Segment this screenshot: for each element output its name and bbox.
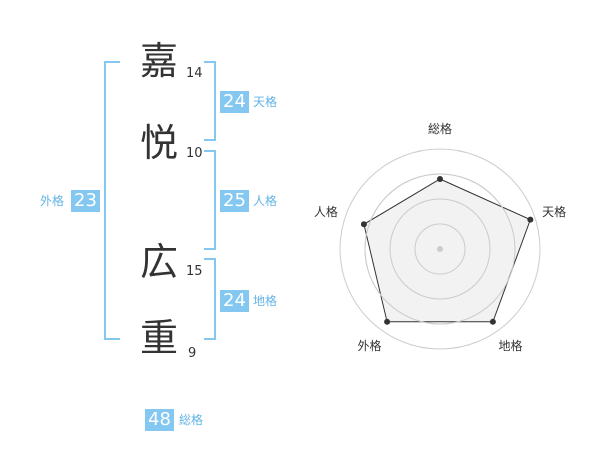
chikaku-bracket [204,258,216,340]
radar-point-4 [384,318,391,325]
name-char-2: 悦 [139,121,178,165]
radar-point-2 [527,216,534,223]
radar-axis-label-2: 天格 [542,204,566,219]
radar-axis-label-1: 総格 [428,121,452,136]
chikaku-badge: 24 [220,290,249,312]
tenkaku-label: 天格 [253,95,278,109]
stroke-count-4: 9 [188,346,197,361]
radar-series-polygon [363,178,531,323]
radar-inner-ring-1 [414,223,466,275]
chikaku-label: 地格 [253,294,278,308]
stroke-count-1: 14 [186,66,203,81]
name-char-4: 重 [139,316,178,360]
soukaku-badge: 48 [145,409,174,431]
jinkaku-bracket [204,150,216,250]
tenkaku-bracket [204,61,216,141]
soukaku-label: 総格 [179,413,204,427]
radar-inner-ring-2 [389,198,491,300]
stroke-count-2: 10 [186,146,203,161]
tenkaku-badge: 24 [220,91,249,113]
radar-axis-label-4: 外格 [357,338,381,353]
radar-axis-label-5: 人格 [314,204,338,219]
radar-point-3 [489,318,496,325]
gaikaku-badge: 23 [71,190,100,212]
jinkaku-badge: 25 [220,190,249,212]
jinkaku-label: 人格 [253,194,278,208]
radar-axis-label-3: 地格 [499,338,523,353]
name-char-1: 嘉 [139,39,178,83]
stroke-count-3: 15 [186,264,203,279]
radar-center-dot [437,246,443,252]
name-char-3: 広 [139,240,178,284]
radar-point-5 [360,221,367,228]
gaikaku-label: 外格 [40,194,65,208]
radar-point-1 [437,176,443,182]
gaikaku-bracket [104,61,120,340]
radar-inner-ring-3 [364,173,516,325]
